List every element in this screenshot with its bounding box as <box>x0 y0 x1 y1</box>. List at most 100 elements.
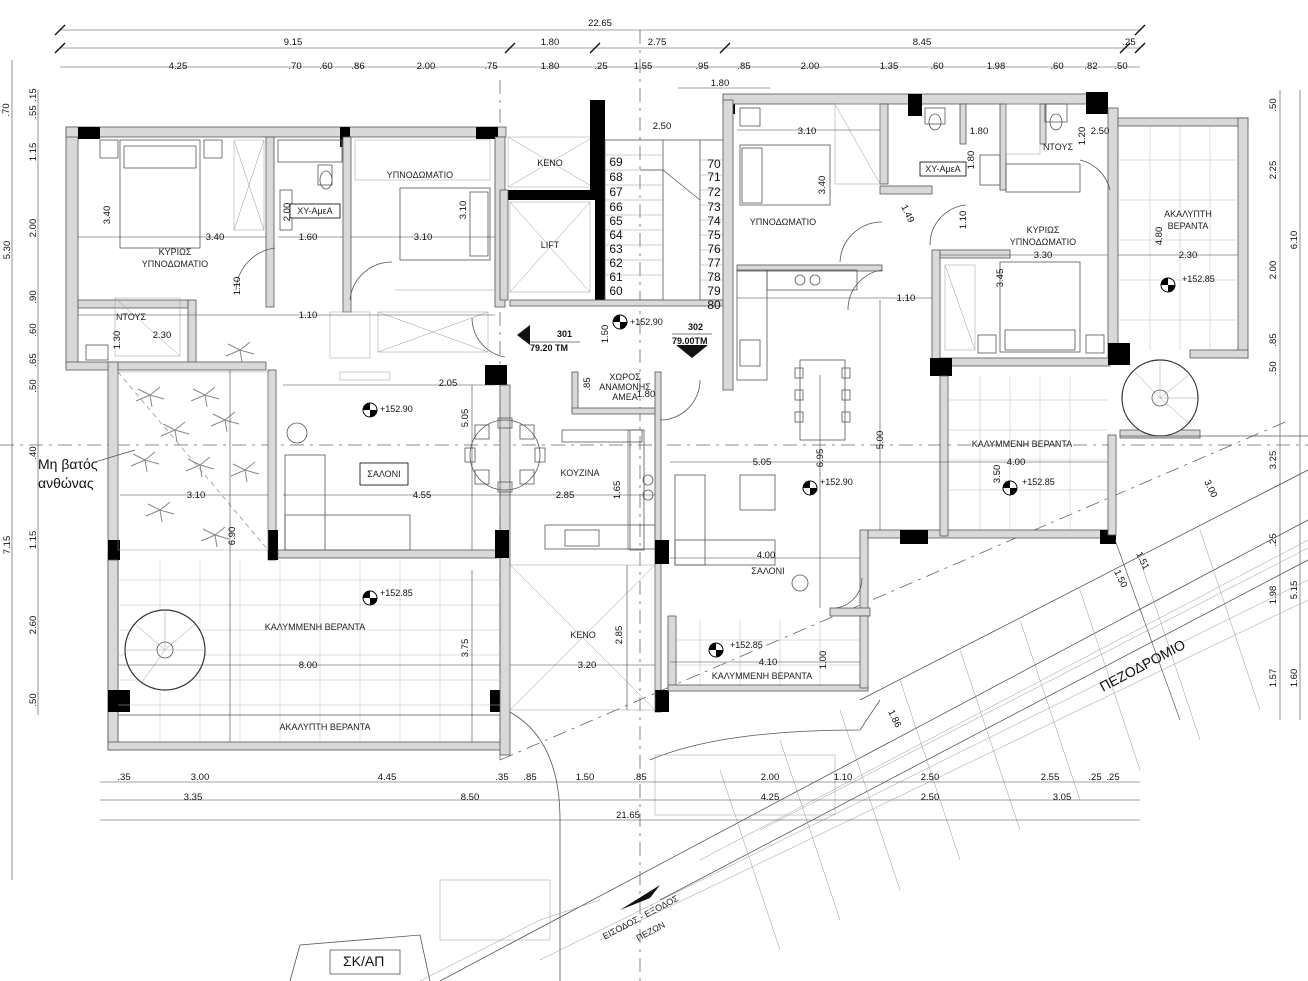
inner-dim-d: 1.60 <box>299 232 318 243</box>
sidewalk <box>289 325 1308 981</box>
label-wc-right: ΧΥ-ΑμεΑ <box>925 164 960 174</box>
label-bed-left: ΥΠΝΟΔΩΜΑΤΙΟ <box>387 170 453 180</box>
stair-num-67: 67 <box>609 185 623 199</box>
label-covered-veranda-bottom: ΚΑΛΥΜΜΕΝΗ ΒΕΡΑΝΤΑ <box>712 671 813 681</box>
stair-num-72: 72 <box>707 185 721 199</box>
inner-dim-ai: 3.45 <box>995 269 1006 288</box>
inner-dim-ax: 1.86 <box>885 708 903 729</box>
dim-right-inner-0: .50 <box>1268 98 1279 111</box>
dim-right-inner-6: .25 <box>1268 533 1279 546</box>
stair-num-68: 68 <box>609 170 623 184</box>
inner-dim-ae: 1.49 <box>898 203 916 224</box>
inner-dim-ab: 1.80 <box>970 126 989 137</box>
dim-left-inner-10: 1.15 <box>28 531 39 550</box>
dim-right-inner-2: 2.00 <box>1268 261 1279 280</box>
dim-overall-top: 22.65 <box>588 18 612 29</box>
dim-top3-15: .60 <box>1050 61 1063 72</box>
dim-bottom2-0: 3.35 <box>184 792 203 803</box>
label-open-veranda-left: ΑΚΑΛΥΠΤΗ ΒΕΡΑΝΤΑ <box>279 722 370 732</box>
inner-dim-q: 1.65 <box>612 481 623 500</box>
inner-dim-ao: 5.00 <box>875 431 886 450</box>
dim-top3-1: .70 <box>288 61 301 72</box>
inner-dim-w: 2.85 <box>614 626 625 645</box>
inner-dim-al: 1.10 <box>897 293 916 304</box>
level-veranda-right-top: +152.85 <box>1182 274 1215 284</box>
dim-bottom1-5: 1.50 <box>576 772 595 783</box>
dim-right-inner-4: .50 <box>1268 361 1279 374</box>
dim-top2-a: 9.15 <box>284 37 303 48</box>
label-kitchen: ΚΟΥΖΙΝΑ <box>561 468 600 478</box>
inner-dim-ag: 1.80 <box>966 151 977 170</box>
dim-left-inner-7: .65 <box>28 353 39 366</box>
dim-left-inner-3: 1.15 <box>28 143 39 162</box>
stair-num-61: 61 <box>609 270 623 284</box>
dim-top3-6: 1.80 <box>541 61 560 72</box>
inner-dim-l: 1.50 <box>600 325 611 344</box>
stair-num-63: 63 <box>609 242 623 256</box>
label-master-bed-right-1: ΚΥΡΙΩΣ <box>1027 225 1060 235</box>
dim-top3-16: .82 <box>1084 61 1097 72</box>
label-covered-veranda-left: ΚΑΛΥΜΜΕΝΗ ΒΕΡΑΝΤΑ <box>265 622 366 632</box>
inner-dim-m: 2.05 <box>439 378 458 389</box>
label-lift: LIFT <box>541 240 560 250</box>
inner-dim-ak: 2.30 <box>1179 250 1198 261</box>
dim-bottom2-4: 3.05 <box>1053 792 1072 803</box>
stair-num-66: 66 <box>609 200 623 214</box>
dim-right-inner-7: 1.98 <box>1268 586 1279 605</box>
inner-dim-r: 3.10 <box>187 490 206 501</box>
inner-dim-ar: 4.00 <box>757 550 776 561</box>
dim-top3-12: 1.35 <box>880 61 899 72</box>
inner-dim-an: 6.95 <box>815 449 826 468</box>
stair-num-75: 75 <box>707 228 721 242</box>
level-salon-left: +152.90 <box>380 404 413 414</box>
dim-top2-e: .25 <box>1122 37 1135 48</box>
inner-dim-ah: 3.30 <box>1034 250 1053 261</box>
label-shower-left: ΝΤΟΥΣ <box>116 312 147 322</box>
dim-bottom1-10: 2.55 <box>1041 772 1060 783</box>
inner-dim-a: 3.40 <box>102 206 113 225</box>
level-salon-right: +152.90 <box>820 477 853 487</box>
inner-dim-aj: 4.80 <box>1154 227 1165 246</box>
dim-top3-8: 1.55 <box>634 61 653 72</box>
core <box>499 100 731 713</box>
dim-bottom1-0: .35 <box>117 772 130 783</box>
dim-right-outer-b: 5.15 <box>1289 581 1300 600</box>
dim-bottom2-3: 2.50 <box>921 792 940 803</box>
label-master-bed-left-1: ΚΥΡΙΩΣ <box>159 247 192 257</box>
stair-num-73: 73 <box>707 200 721 214</box>
dim-bottom1-11: .25 <box>1088 772 1101 783</box>
stair-num-69: 69 <box>609 155 623 169</box>
dim-top3-13: .60 <box>930 61 943 72</box>
dim-right-inner-8: 1.57 <box>1268 669 1279 688</box>
inner-dim-ap: 4.00 <box>1007 457 1026 468</box>
room-labels: ΚΥΡΙΩΣ ΥΠΝΟΔΩΜΑΤΙΟ ΥΠΝΟΔΩΜΑΤΙΟ ΧΥ-ΑμεΑ Ν… <box>38 142 1212 969</box>
dim-top3-5: .75 <box>484 61 497 72</box>
label-waiting-3: ΑΜΕΑ <box>612 392 638 402</box>
dim-bottom1-8: 1.10 <box>834 772 853 783</box>
stair-num-77: 77 <box>707 256 721 270</box>
dim-left-inner-12: .50 <box>28 693 39 706</box>
stair-num-80: 80 <box>707 298 721 312</box>
label-void-top: ΚΕΝΟ <box>537 158 563 168</box>
inner-dim-e: 3.10 <box>414 232 433 243</box>
dim-top3-0: 4.25 <box>169 61 188 72</box>
inner-dim-s: 6.90 <box>227 527 238 546</box>
dim-top2-c: 2.75 <box>648 37 667 48</box>
inner-dim-k: 2.50 <box>653 121 672 132</box>
dim-bottom1-6: .85 <box>633 772 646 783</box>
dim-bottom1-1: 3.00 <box>191 772 210 783</box>
stair-num-74: 74 <box>707 214 721 228</box>
dim-right-inner-9: 1.60 <box>1289 669 1300 688</box>
label-wc-left: ΧΥ-ΑμεΑ <box>297 206 332 216</box>
dim-top3-3: .86 <box>351 61 364 72</box>
inner-dim-u: 8.00 <box>299 660 318 671</box>
dim-bottom1-4: .85 <box>523 772 536 783</box>
top-dimensions: 22.65 9.15 1.80 2.75 8.45 .25 4.25 .70 .… <box>54 18 1146 89</box>
dim-left-inner-11: 2.60 <box>28 616 39 635</box>
inner-dim-o: 4.55 <box>413 490 432 501</box>
stair-numbers: 69 68 67 66 65 64 63 62 61 60 70 71 72 7… <box>609 155 721 312</box>
dim-bottom1-2: 4.45 <box>378 772 397 783</box>
inner-dim-f: 3.10 <box>458 201 469 220</box>
label-sidewalk: ΠΕΖΟΔΡΟΜΙΟ <box>1097 636 1188 695</box>
dim-bottom1-3: .35 <box>495 772 508 783</box>
